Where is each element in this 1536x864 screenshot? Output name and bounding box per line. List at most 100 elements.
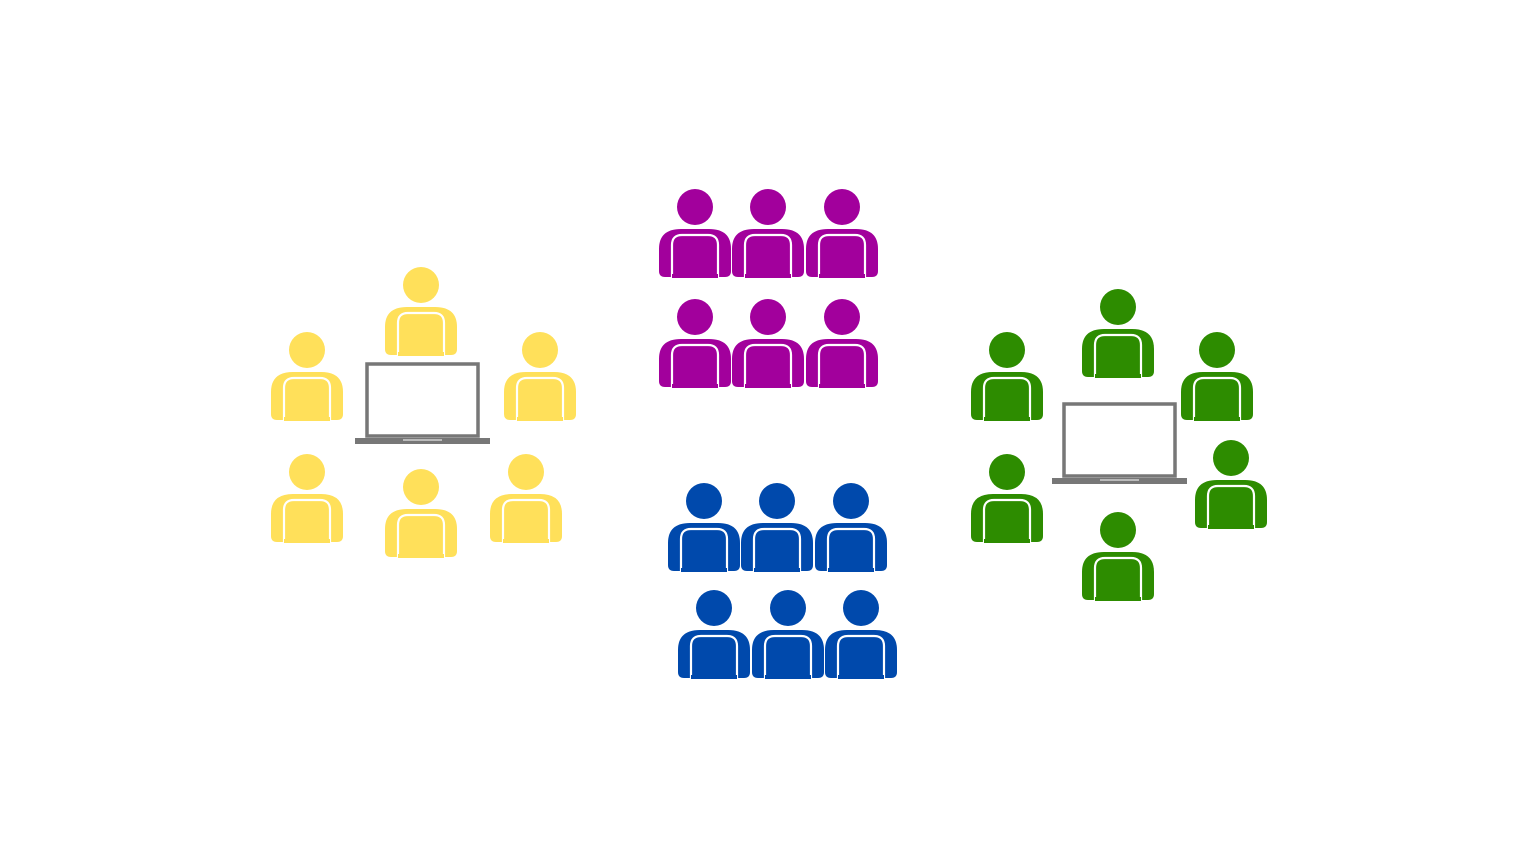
laptop-screen [1062,402,1177,478]
person-base [745,274,791,278]
person-icon [815,483,887,572]
person-base [672,274,718,278]
person-base [1208,525,1254,529]
person-head [403,469,439,505]
person-icon [490,454,562,543]
person-icon [806,189,878,278]
person-icon [271,454,343,543]
person-icon [385,267,457,356]
yellow-team-group [271,267,576,558]
person-head [696,590,732,626]
person-icon [806,299,878,388]
person-base [838,675,884,679]
person-body [741,523,813,571]
person-outline [670,233,720,277]
person-icon [971,454,1043,543]
person-body [385,307,457,355]
person-head [824,189,860,225]
person-base [819,274,865,278]
person-outline [689,634,739,678]
person-body [504,372,576,420]
person-base [984,539,1030,543]
person-body [271,372,343,420]
person-head [522,332,558,368]
green-team-group [971,289,1267,601]
person-outline [1206,484,1256,528]
person-outline [752,527,802,571]
person-body [732,339,804,387]
person-body [1082,329,1154,377]
person-body [1181,372,1253,420]
person-icon [271,332,343,421]
person-head [1199,332,1235,368]
person-icon [971,332,1043,421]
person-icon [752,590,824,679]
person-base [284,539,330,543]
person-head [750,299,786,335]
person-body [971,372,1043,420]
person-icon [825,590,897,679]
person-base [765,675,811,679]
person-body [971,494,1043,542]
person-base [1194,417,1240,421]
person-body [678,630,750,678]
person-base [828,568,874,572]
person-outline [982,498,1032,542]
person-icon [668,483,740,572]
person-icon [504,332,576,421]
person-base [691,675,737,679]
person-outline [1093,556,1143,600]
person-head [843,590,879,626]
person-icon [659,189,731,278]
laptop-screen [365,362,480,438]
person-outline [982,376,1032,420]
person-base [681,568,727,572]
person-icon [1195,440,1267,529]
person-icon [732,189,804,278]
person-head [833,483,869,519]
person-base [819,384,865,388]
person-body [271,494,343,542]
person-head [289,454,325,490]
person-head [508,454,544,490]
person-body [385,509,457,557]
person-body [806,229,878,277]
person-head [686,483,722,519]
person-body [806,339,878,387]
person-outline [396,311,446,355]
person-outline [763,634,813,678]
person-outline [515,376,565,420]
person-body [732,229,804,277]
person-body [815,523,887,571]
person-icon [1082,512,1154,601]
person-body [659,229,731,277]
person-outline [282,498,332,542]
person-head [770,590,806,626]
person-body [659,339,731,387]
laptop-icon [355,362,490,444]
laptop-touchpad [403,439,442,441]
person-icon [1082,289,1154,378]
person-head [750,189,786,225]
person-head [1100,512,1136,548]
person-icon [741,483,813,572]
person-head [289,332,325,368]
person-outline [282,376,332,420]
person-outline [1093,333,1143,377]
person-outline [501,498,551,542]
person-outline [743,343,793,387]
person-body [1195,480,1267,528]
person-outline [1192,376,1242,420]
blue-team-group [668,483,897,679]
person-base [754,568,800,572]
person-icon [678,590,750,679]
person-outline [836,634,886,678]
person-body [752,630,824,678]
person-outline [817,343,867,387]
person-icon [732,299,804,388]
person-head [824,299,860,335]
person-base [284,417,330,421]
person-head [677,299,713,335]
